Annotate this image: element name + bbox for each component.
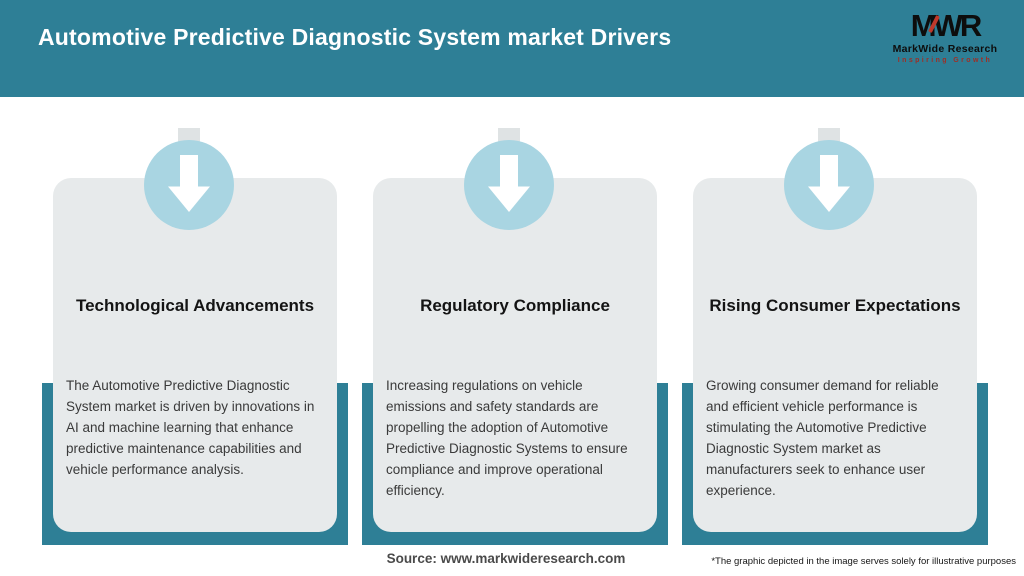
card-body-text: Increasing regulations on vehicle emissi… — [386, 378, 628, 498]
logo-acronym-text: MWR — [910, 8, 983, 43]
card-body-text: The Automotive Predictive Diagnostic Sys… — [66, 378, 315, 477]
card-body-text: Growing consumer demand for reliable and… — [706, 378, 939, 498]
page-title: Automotive Predictive Diagnostic System … — [38, 24, 672, 50]
card-top-notch — [498, 128, 520, 143]
card-title: Technological Advancements — [75, 296, 315, 315]
arrow-down-icon — [464, 140, 554, 230]
logo-name: MarkWide Research — [892, 43, 998, 55]
card-panel: Rising Consumer Expectations Growing con… — [693, 178, 977, 532]
driver-card-rising-consumer-expectations: Rising Consumer Expectations Growing con… — [682, 128, 988, 545]
card-title: Rising Consumer Expectations — [709, 296, 961, 315]
source-link-text: Source: www.markwideresearch.com — [386, 551, 626, 566]
markwide-research-logo: MWR MarkWide Research Inspiring Growth — [880, 10, 1010, 64]
logo-acronym: MWR — [910, 8, 983, 43]
header-band: Automotive Predictive Diagnostic System … — [0, 0, 1024, 97]
card-title: Regulatory Compliance — [420, 296, 610, 315]
disclaimer-text: *The graphic depicted in the image serve… — [711, 556, 1016, 567]
arrow-down-icon — [144, 140, 234, 230]
arrow-down-icon — [784, 140, 874, 230]
card-panel: Technological Advancements The Automotiv… — [53, 178, 337, 532]
card-top-notch — [178, 128, 200, 143]
driver-card-technological-advancements: Technological Advancements The Automotiv… — [42, 128, 348, 545]
card-panel: Regulatory Compliance Increasing regulat… — [373, 178, 657, 532]
driver-card-regulatory-compliance: Regulatory Compliance Increasing regulat… — [362, 128, 668, 545]
logo-tagline: Inspiring Growth — [897, 56, 993, 64]
card-top-notch — [818, 128, 840, 143]
